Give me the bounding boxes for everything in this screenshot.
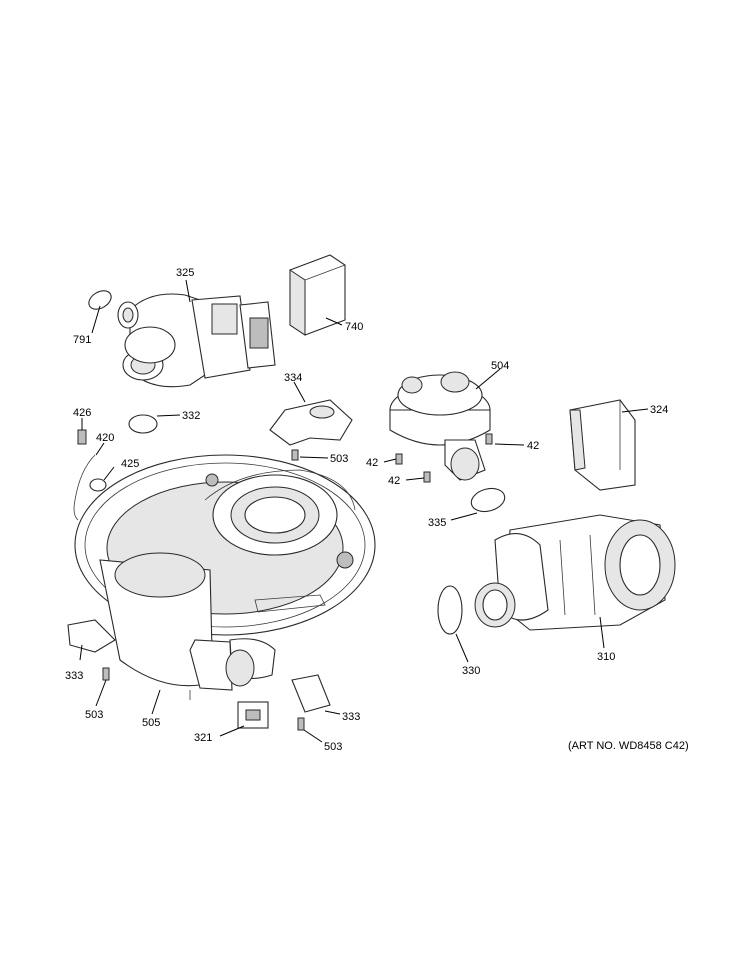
callout-324: 324 xyxy=(650,404,668,416)
callout-335: 335 xyxy=(428,517,446,529)
sensor-321 xyxy=(237,701,269,729)
seal-ring-791 xyxy=(88,290,112,310)
screw-42-c xyxy=(423,471,431,483)
callout-791: 791 xyxy=(73,334,91,346)
callout-330: 330 xyxy=(462,665,480,677)
callout-labels: 325 740 791 334 504 324 426 332 420 425 … xyxy=(65,267,689,753)
bracket-333-b xyxy=(291,674,331,713)
cover-324 xyxy=(569,399,636,491)
screw-503-a xyxy=(291,449,299,461)
callout-333-b: 333 xyxy=(342,711,360,723)
callout-503-b: 503 xyxy=(85,709,103,721)
callout-42-c: 42 xyxy=(388,475,400,487)
callout-334: 334 xyxy=(284,372,302,384)
callout-321: 321 xyxy=(194,732,212,744)
clamp-335 xyxy=(470,487,506,513)
screw-503-b xyxy=(102,667,110,681)
clamp-330 xyxy=(437,585,463,635)
screw-42-a xyxy=(485,433,493,445)
hose-420 xyxy=(73,454,96,521)
callout-740: 740 xyxy=(345,321,363,333)
bracket-333-a xyxy=(67,619,116,653)
callout-503-a: 503 xyxy=(330,453,348,465)
diverter-504 xyxy=(389,371,491,481)
callout-333-a: 333 xyxy=(65,670,83,682)
callout-42-b: 42 xyxy=(366,457,378,469)
callout-504: 504 xyxy=(491,360,509,372)
callout-332: 332 xyxy=(182,410,200,422)
wash-motor-310 xyxy=(474,514,676,631)
clamp-332 xyxy=(128,414,158,434)
art-number: (ART NO. WD8458 C42) xyxy=(568,740,689,752)
callout-505: 505 xyxy=(142,717,160,729)
pump-assembly-325 xyxy=(117,293,276,388)
sump-base-505 xyxy=(74,454,376,700)
screw-426 xyxy=(77,429,87,445)
bracket-334 xyxy=(269,399,353,446)
grommet-425 xyxy=(89,478,107,492)
callout-420: 420 xyxy=(96,432,114,444)
screw-42-b xyxy=(395,453,403,465)
callout-42-a: 42 xyxy=(527,440,539,452)
callout-426: 426 xyxy=(73,407,91,419)
callout-503-c: 503 xyxy=(324,741,342,753)
callout-325: 325 xyxy=(176,267,194,279)
cover-740 xyxy=(289,254,346,336)
screw-503-c xyxy=(297,717,305,731)
callout-425: 425 xyxy=(121,458,139,470)
callout-310: 310 xyxy=(597,651,615,663)
leader-lines xyxy=(79,279,649,743)
